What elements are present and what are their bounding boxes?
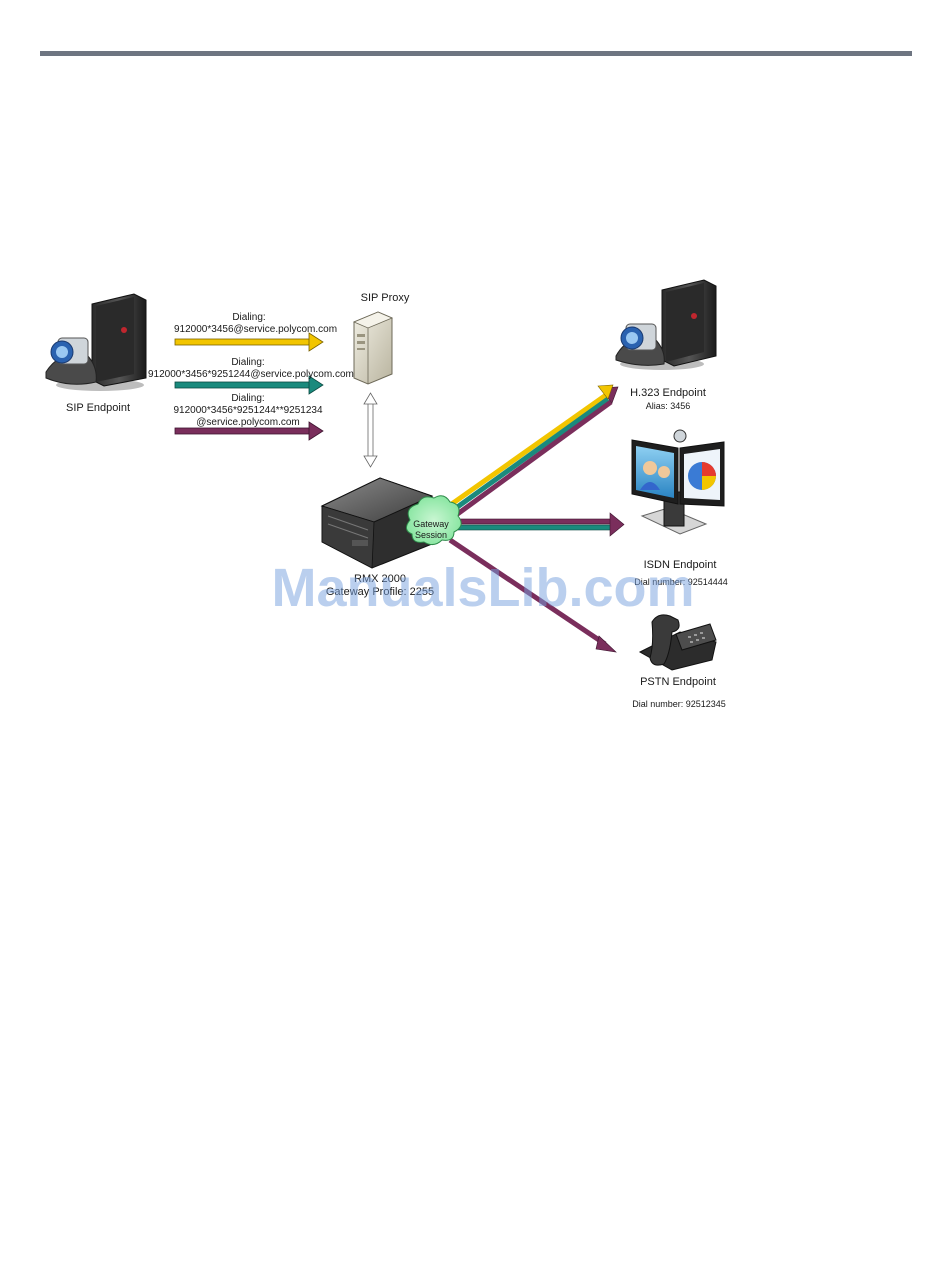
pstn-endpoint-label: PSTN Endpoint [640,676,716,688]
header-rule [40,51,912,56]
h323-alias-label: Alias: 3456 [645,401,691,411]
pstn-endpoint-icon [638,614,717,671]
isdn-endpoint-label: ISDN Endpoint [643,559,717,571]
isdn-endpoint-icon [631,429,725,535]
gateway-to-pstn-arrow [448,537,617,653]
h323-endpoint-icon [615,279,717,370]
sip-proxy-label: SIP Proxy [360,292,410,304]
rmx-2000-icon [320,477,434,569]
pstn-dial-number-label: Dial number: 92512345 [632,699,726,709]
sip-proxy-server-icon [352,311,394,385]
isdn-dial-number-label: Dial number: 92514444 [634,577,728,587]
gateway-session-label: Gateway Session [413,519,449,540]
watermark: ManualsLib.com [271,558,695,618]
proxy-rmx-link-arrow [363,392,378,468]
dialing-arrow-yellow [174,332,324,352]
gateway-to-isdn-arrows [451,512,625,537]
sip-endpoint-label: SIP Endpoint [65,402,130,414]
gateway-session-cloud [406,495,462,546]
dialing-arrow-teal [174,375,324,395]
dialing-arrow-purple [174,421,324,441]
dialing-label-teal: Dialing: 912000*3456*9251244@service.pol… [148,357,354,380]
dialing-label-yellow: Dialing: 912000*3456@service.polycom.com [174,312,338,335]
rmx-label: RMX 2000 Gateway Profile: 2255 [325,573,435,598]
sip-endpoint-icon [45,293,147,391]
gateway-to-h323-arrows [444,384,619,521]
dialing-label-purple: Dialing: 912000*3456*9251244**9251234 @s… [173,393,323,428]
h323-endpoint-label: H.323 Endpoint [630,387,706,399]
